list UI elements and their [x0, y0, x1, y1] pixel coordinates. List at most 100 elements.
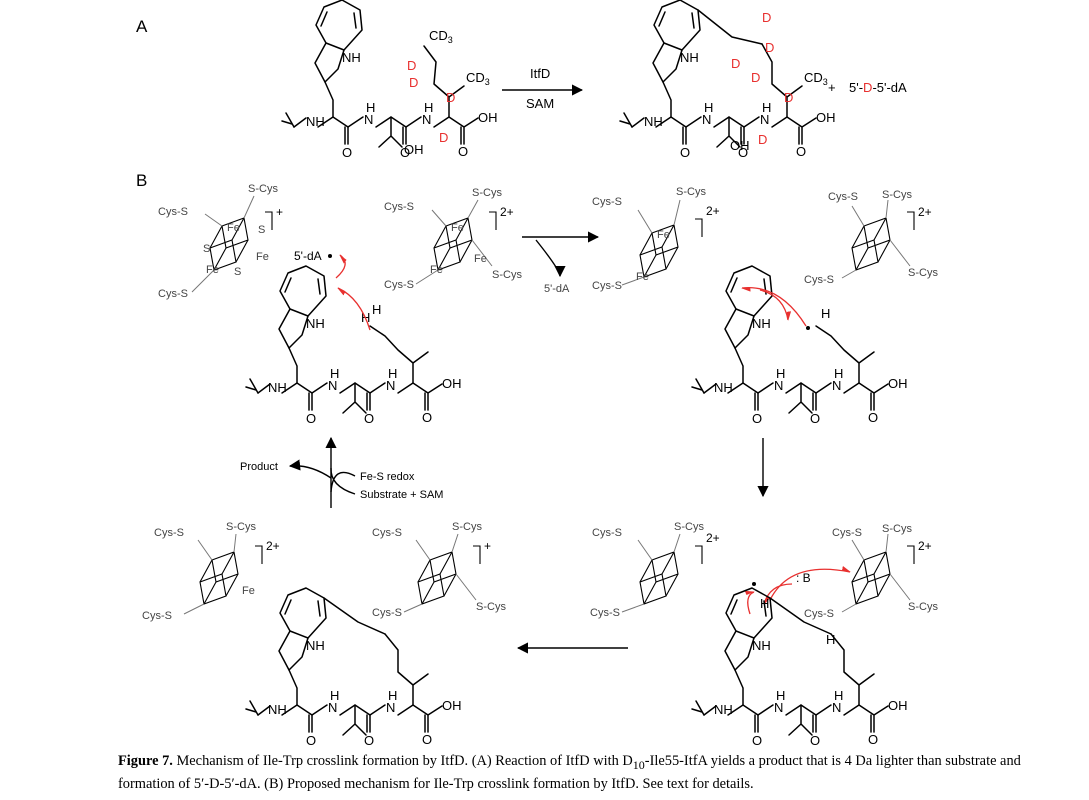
- svg-text:N: N: [386, 700, 395, 715]
- svg-text:Cys-S: Cys-S: [592, 196, 622, 208]
- fe-s-cluster-top-right: Cys-S S-Cys Cys-S S-Cys 2+: [804, 189, 938, 286]
- svg-text:NH: NH: [752, 638, 771, 653]
- svg-text:S: S: [234, 266, 241, 278]
- svg-text:N: N: [386, 378, 395, 393]
- fe-s-cluster-bottom-middle: Cys-S S-Cys Cys-S S-Cys +: [372, 521, 506, 619]
- svg-text:NH: NH: [306, 316, 325, 331]
- svg-text:NH: NH: [752, 316, 771, 331]
- svg-text:NH: NH: [714, 702, 733, 717]
- svg-text:S-Cys: S-Cys: [908, 601, 938, 613]
- svg-text:N: N: [760, 112, 769, 127]
- svg-text:S-Cys: S-Cys: [452, 521, 482, 533]
- svg-text:Cys-S: Cys-S: [158, 288, 188, 300]
- svg-text:NH: NH: [306, 638, 325, 653]
- svg-text:CD3: CD3: [429, 28, 453, 45]
- svg-text:2+: 2+: [706, 204, 720, 218]
- svg-text:D: D: [751, 70, 760, 85]
- caption-subscript: 10: [632, 757, 645, 772]
- svg-text:NH: NH: [268, 702, 287, 717]
- svg-text:Cys-S: Cys-S: [592, 527, 622, 539]
- panel-label-a: A: [136, 17, 148, 36]
- svg-text:S-Cys: S-Cys: [676, 186, 706, 198]
- svg-text:S-Cys: S-Cys: [908, 267, 938, 279]
- svg-text:+: +: [828, 80, 836, 95]
- svg-text:N: N: [774, 378, 783, 393]
- svg-text:OH: OH: [478, 110, 498, 125]
- svg-text:Fe: Fe: [451, 222, 464, 234]
- svg-text:Cys-S: Cys-S: [828, 191, 858, 203]
- substrate-structure: NH H N H N O O OH NH O OH D D D D CD3 CD…: [281, 0, 498, 160]
- svg-text:O: O: [796, 144, 806, 159]
- svg-text:S-Cys: S-Cys: [882, 189, 912, 201]
- svg-text:D: D: [765, 40, 774, 55]
- coproduct-label: 5'-D-5'-dA: [849, 80, 907, 95]
- svg-text:CD3: CD3: [466, 70, 490, 87]
- svg-text:H: H: [388, 688, 397, 703]
- svg-text:S-Cys: S-Cys: [226, 521, 256, 533]
- fe-s-cluster-oxidized-top-middle: Cys-S S-Cys Cys-S S-Cys Fe Fe Fe 2+: [384, 187, 522, 291]
- svg-text:O: O: [752, 411, 762, 426]
- svg-text:H: H: [424, 100, 433, 115]
- svg-text:N: N: [328, 700, 337, 715]
- svg-text:OH: OH: [442, 698, 462, 713]
- svg-text:Cys-S: Cys-S: [154, 527, 184, 539]
- svg-text:Fe: Fe: [430, 264, 443, 276]
- svg-text:+: +: [484, 539, 491, 553]
- svg-text:Cys-S: Cys-S: [384, 279, 414, 291]
- svg-text:O: O: [810, 411, 820, 426]
- svg-text:H: H: [330, 366, 339, 381]
- svg-text:OH: OH: [816, 110, 836, 125]
- svg-text:NH: NH: [644, 114, 663, 129]
- svg-text:Fe: Fe: [256, 251, 269, 263]
- svg-text:O: O: [738, 145, 748, 160]
- svg-text:S-Cys: S-Cys: [674, 521, 704, 533]
- svg-text:O: O: [458, 144, 468, 159]
- svg-text:NH: NH: [680, 50, 699, 65]
- mechanism-figure: A NH H N H N O O OH NH O OH D D D D CD3 …: [136, 0, 938, 745]
- cyclized-intermediate-structure: NH H N H N O O NH O OH H H: [691, 582, 908, 745]
- svg-text:N: N: [832, 700, 841, 715]
- svg-text:N: N: [422, 112, 431, 127]
- svg-text:OH: OH: [730, 138, 750, 153]
- svg-text:Cys-S: Cys-S: [372, 607, 402, 619]
- svg-text:Fe: Fe: [657, 229, 670, 241]
- svg-text:Cys-S: Cys-S: [590, 607, 620, 619]
- svg-text:S-Cys: S-Cys: [882, 523, 912, 535]
- svg-text:2+: 2+: [500, 205, 514, 219]
- svg-text:O: O: [810, 733, 820, 745]
- fe-s-cluster-bottom-left: Cys-S S-Cys Cys-S Fe 2+: [142, 521, 280, 622]
- svg-text:O: O: [422, 410, 432, 425]
- enzyme-label: ItfD: [530, 66, 550, 81]
- fe-s-cluster-bottom-right-2: Cys-S S-Cys Cys-S S-Cys 2+: [804, 523, 938, 620]
- adenosyl-radical-label: 5'-dA: [294, 249, 322, 263]
- svg-text:N: N: [832, 378, 841, 393]
- svg-text:O: O: [752, 733, 762, 745]
- nh-label: NH: [306, 114, 325, 129]
- svg-text:O: O: [306, 411, 316, 426]
- svg-text:H: H: [834, 688, 843, 703]
- svg-text:H: H: [388, 366, 397, 381]
- svg-text:OH: OH: [888, 376, 908, 391]
- svg-text:CD3: CD3: [804, 70, 828, 87]
- svg-text:2+: 2+: [918, 539, 932, 553]
- figure-label: Figure 7.: [118, 753, 173, 769]
- svg-text:H: H: [762, 100, 771, 115]
- svg-text:NH: NH: [268, 380, 287, 395]
- svg-text:D: D: [446, 90, 455, 105]
- panel-label-b: B: [136, 171, 147, 190]
- svg-text:D: D: [731, 56, 740, 71]
- svg-text:H: H: [372, 302, 381, 317]
- svg-text:OH: OH: [442, 376, 462, 391]
- cofactor-label: SAM: [526, 96, 554, 111]
- substrate-bound-structure: NH H N H N O O NH O OH H H: [245, 265, 462, 426]
- svg-text:H: H: [776, 366, 785, 381]
- svg-text:O: O: [306, 733, 316, 745]
- svg-text:H: H: [826, 632, 835, 647]
- caption-text-2: -Ile55-ItfA yields a product that is 4 D…: [118, 753, 1021, 792]
- svg-text:Fe: Fe: [636, 271, 649, 283]
- svg-text:N: N: [364, 112, 373, 127]
- cycle-product-label: Product: [240, 461, 278, 473]
- svg-text:OH: OH: [888, 698, 908, 713]
- svg-text:S-Cys: S-Cys: [248, 183, 278, 195]
- svg-text:N: N: [702, 112, 711, 127]
